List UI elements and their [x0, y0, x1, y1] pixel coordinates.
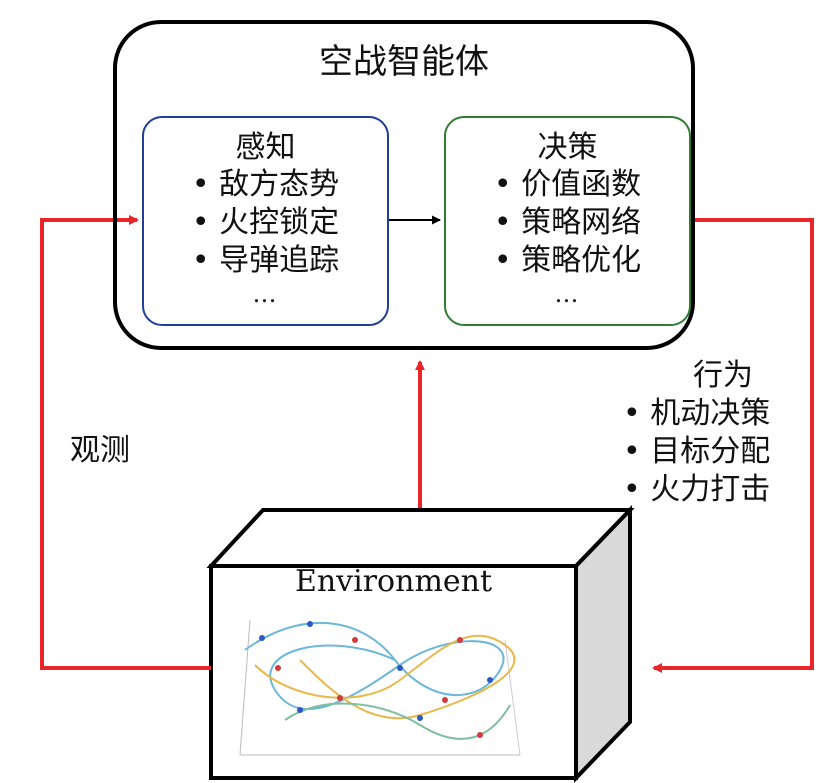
agent-container — [113, 20, 695, 350]
perception-title: 感知 — [235, 130, 296, 165]
action-item: 火力打击 — [623, 471, 813, 509]
trajectory-plot-image — [239, 619, 521, 756]
perception-list: 敌方态势 火控锁定 导弹追踪 … — [144, 166, 387, 308]
action-item: 目标分配 — [623, 433, 813, 471]
observation-arrow — [40, 215, 211, 670]
perception-item: 敌方态势 — [144, 166, 387, 204]
perception-ellipsis: … — [252, 280, 279, 308]
decision-item: 策略优化 — [446, 242, 689, 280]
decision-ellipsis: … — [554, 280, 581, 308]
perception-box: 感知 敌方态势 火控锁定 导弹追踪 … — [142, 116, 389, 326]
cube-front-face — [209, 564, 578, 780]
decision-list: 价值函数 策略网络 策略优化 … — [446, 166, 689, 308]
action-title: 行为 — [693, 358, 753, 393]
cube-top-face — [206, 508, 635, 568]
environment-title: Environment — [294, 564, 493, 599]
agent-title: 空战智能体 — [319, 42, 489, 82]
decision-item: 价值函数 — [446, 166, 689, 204]
decision-item: 策略网络 — [446, 204, 689, 242]
observation-label: 观测 — [70, 433, 130, 468]
action-block: 行为 机动决策 目标分配 火力打击 — [623, 357, 813, 509]
decision-box: 决策 价值函数 策略网络 策略优化 … — [444, 116, 691, 326]
perception-item: 火控锁定 — [144, 204, 387, 242]
environment-cube — [206, 505, 635, 783]
action-list: 机动决策 目标分配 火力打击 — [623, 395, 813, 509]
action-item: 机动决策 — [623, 395, 813, 433]
perception-item: 导弹追踪 — [144, 242, 387, 280]
decision-title: 决策 — [537, 130, 598, 165]
